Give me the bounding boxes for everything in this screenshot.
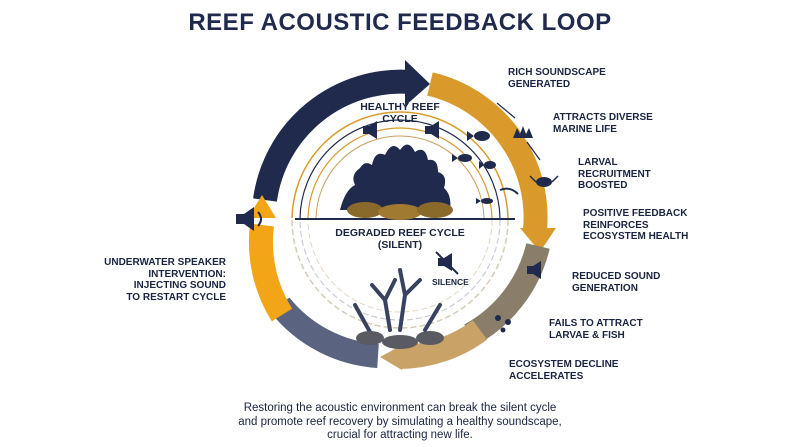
fish-icon xyxy=(476,198,493,204)
fish-icon xyxy=(479,161,496,169)
degraded-coral-icon xyxy=(353,268,442,334)
crab-icon xyxy=(529,175,559,187)
ring-arrowhead-navy xyxy=(405,60,430,106)
larvae-icon xyxy=(495,315,511,333)
caption: Restoring the acoustic environment can b… xyxy=(238,402,562,441)
speaker-icon xyxy=(425,121,439,139)
ring-arc-taupe xyxy=(464,242,550,346)
underwater-speaker-icon xyxy=(236,207,262,231)
ring-arrowhead-orange xyxy=(248,195,276,218)
fish-icon xyxy=(467,131,490,141)
ring-arc-slate xyxy=(270,297,380,368)
fish-icon xyxy=(452,154,472,162)
step-larval-recruitment: LARVAL RECRUITMENT BOOSTED xyxy=(578,157,651,191)
healthy-cycle-label: HEALTHY REEF CYCLE xyxy=(360,101,440,125)
speaker-icon xyxy=(363,121,377,139)
rubble xyxy=(356,331,444,349)
intervention-label: UNDERWATER SPEAKER INTERVENTION: INJECTI… xyxy=(104,257,226,303)
step-rich-soundscape: RICH SOUNDSCAPE GENERATED xyxy=(508,67,606,90)
muted-speaker-icon xyxy=(435,251,459,275)
step-attracts-marine-life: ATTRACTS DIVERSE MARINE LIFE xyxy=(553,112,653,135)
step-reduced-sound: REDUCED SOUND GENERATION xyxy=(572,271,661,294)
step-positive-feedback: POSITIVE FEEDBACK REINFORCES ECOSYSTEM H… xyxy=(583,208,689,242)
speaker-icon xyxy=(527,261,541,279)
step-ecosystem-decline: ECOSYSTEM DECLINE ACCELERATES xyxy=(509,359,619,382)
ring-arc-orange xyxy=(248,223,293,322)
degraded-cycle-label: DEGRADED REEF CYCLE (SILENT) xyxy=(335,227,465,251)
ring-arrowhead-sand xyxy=(380,345,402,370)
ring-arrowhead-gold xyxy=(520,228,556,252)
coral-icon xyxy=(513,126,533,138)
step-fails-to-attract: FAILS TO ATTRACT LARVAE & FISH xyxy=(549,318,643,341)
silence-label: SILENCE xyxy=(432,277,469,287)
page-title: REEF ACOUSTIC FEEDBACK LOOP xyxy=(188,9,612,36)
shrimp-icon xyxy=(499,187,519,195)
ring-arc-sand xyxy=(399,320,488,369)
healthy-coral-icon xyxy=(340,144,453,220)
ring-arc-navy xyxy=(253,69,411,202)
ring-arc-gold xyxy=(427,72,548,232)
